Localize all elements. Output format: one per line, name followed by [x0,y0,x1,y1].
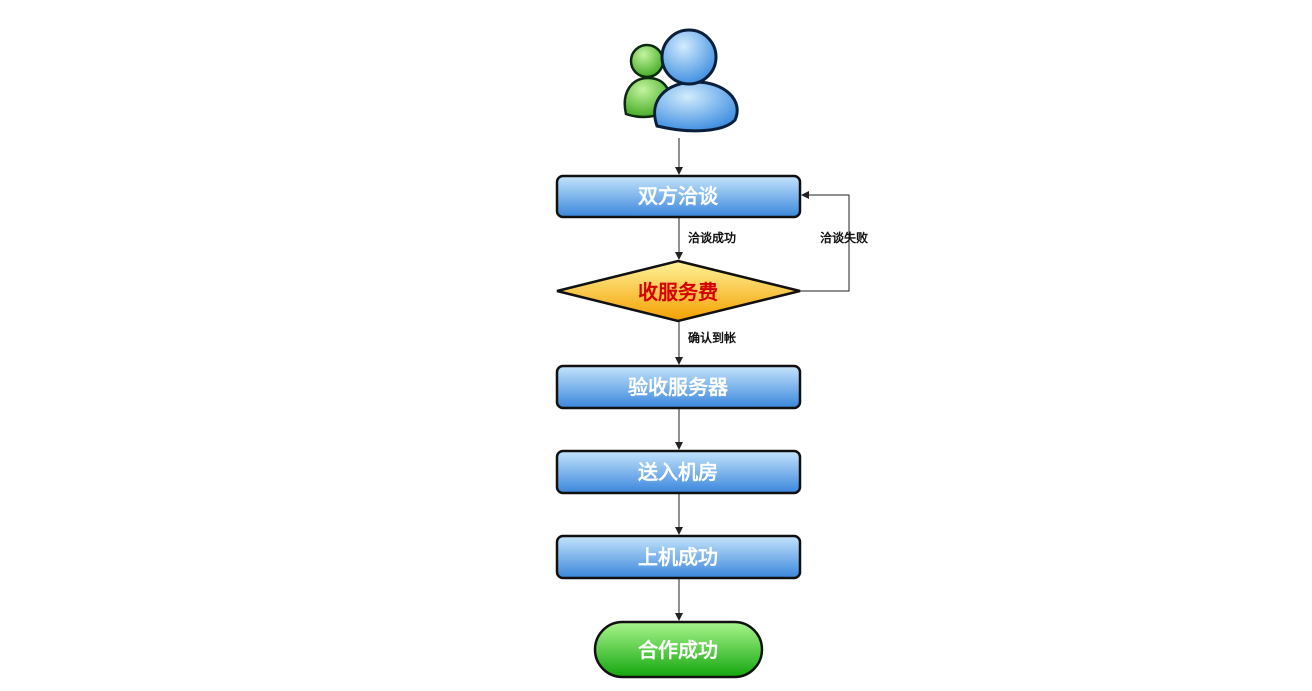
node-end-label: 合作成功 [638,638,718,662]
edge-label-confirm: 确认到帐 [688,330,736,345]
node-end: 合作成功 [593,620,764,679]
edge-label-success: 洽谈成功 [688,230,736,245]
node-step2-box [555,364,802,410]
node-step1-label: 双方洽谈 [638,184,719,208]
node-decision: 收服务费 [556,259,801,323]
node-decision-label: 收服务费 [638,280,718,304]
node-step1-box [555,174,802,219]
node-end-pill [593,620,764,679]
blue-user-icon [653,28,739,133]
node-decision-diamond [556,259,801,323]
node-step1: 双方洽谈 [555,174,802,219]
node-step4-label: 上机成功 [638,545,718,569]
edge-decision-to-step1-fail [800,191,850,292]
node-step2: 验收服务器 [555,364,802,410]
node-step3-box [555,449,802,495]
node-step3-label: 送入机房 [638,460,718,484]
node-step4-box [555,534,802,580]
green-user-icon [623,43,672,119]
users-icon [623,28,739,133]
node-step2-label: 验收服务器 [628,375,729,399]
node-step3: 送入机房 [555,449,802,495]
node-step4: 上机成功 [555,534,802,580]
edge-label-fail: 洽谈失败 [820,230,868,245]
